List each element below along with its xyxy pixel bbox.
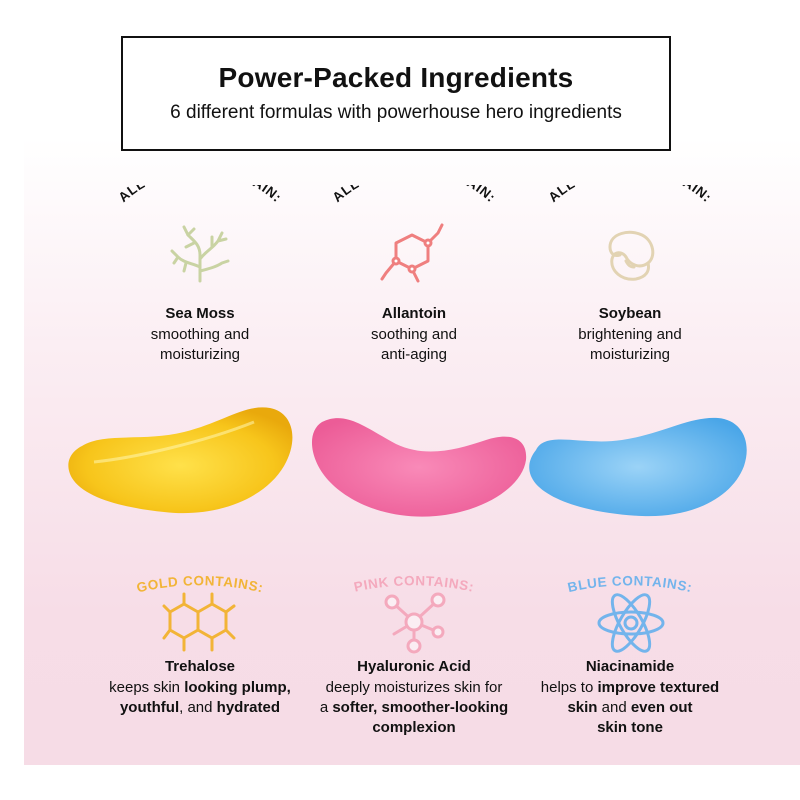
ingredient-name: Trehalose	[164, 658, 236, 675]
svg-text:ALL COLORS CONTAIN:: ALL COLORS CONTAIN:	[546, 185, 715, 205]
ingredient-name: Sea Moss	[165, 305, 235, 322]
blue-column: BLUE CONTAINS: Niacinamide helps to impr…	[510, 560, 750, 760]
allantoin-molecule-icon	[380, 223, 444, 283]
pink-contains-label: PINK CONTAINS:	[352, 573, 475, 594]
title-box: Power-Packed Ingredients 6 different for…	[121, 36, 671, 151]
ingredient-name: Soybean	[598, 305, 662, 322]
atom-icon	[597, 593, 665, 653]
soybean-column: ALL COLORS CONTAIN: Soybean brightening …	[510, 185, 750, 375]
infographic-canvas: Power-Packed Ingredients 6 different for…	[24, 0, 800, 765]
svg-text:BLUE CONTAINS:: BLUE CONTAINS:	[566, 573, 694, 595]
sea-moss-column: ALL COLORS CONTAIN: Sea Moss smoothing a…	[80, 185, 320, 375]
ingredient-name: Allantoin	[381, 305, 447, 322]
svg-text:ALL COLORS CONTAIN:: ALL COLORS CONTAIN:	[330, 185, 499, 205]
trehalose-molecule-icon	[162, 592, 236, 652]
allantoin-column: ALL COLORS CONTAIN: Allantoin soothing a…	[294, 185, 534, 375]
ingredient-description: deeply moisturizes skin for a softer, sm…	[319, 679, 509, 736]
ingredient-description: helps to improve textured skin and even …	[540, 679, 720, 736]
gold-column: GOLD CONTAINS: Trehalose keeps skin look…	[80, 560, 320, 760]
pink-column: PINK CONTAINS: Hyaluronic Acid deeply mo…	[294, 560, 534, 760]
page-title: Power-Packed Ingredients	[218, 62, 574, 93]
all-colors-label-3: ALL COLORS CONTAIN:	[546, 185, 715, 205]
gold-contains-label: GOLD CONTAINS:	[135, 573, 264, 595]
blue-contains-label: BLUE CONTAINS:	[566, 573, 694, 595]
ingredient-name: Hyaluronic Acid	[357, 658, 471, 675]
ingredient-description: keeps skin looking plump, youthful, and …	[109, 679, 291, 716]
hyaluronic-acid-icon	[384, 592, 446, 654]
svg-text:PINK CONTAINS:: PINK CONTAINS:	[352, 573, 475, 594]
ingredient-name: Niacinamide	[585, 658, 675, 675]
all-colors-label-2: ALL COLORS CONTAIN:	[330, 185, 499, 205]
gold-eye-patch	[68, 407, 293, 514]
soybean-icon	[608, 230, 655, 281]
blue-eye-patch	[529, 417, 747, 517]
svg-text:ALL COLORS CONTAIN:: ALL COLORS CONTAIN:	[116, 185, 285, 205]
page-subtitle: 6 different formulas with powerhouse her…	[170, 102, 622, 123]
pink-eye-patch	[311, 418, 527, 517]
sea-moss-icon	[170, 225, 230, 283]
all-colors-label-1: ALL COLORS CONTAIN:	[116, 185, 285, 205]
